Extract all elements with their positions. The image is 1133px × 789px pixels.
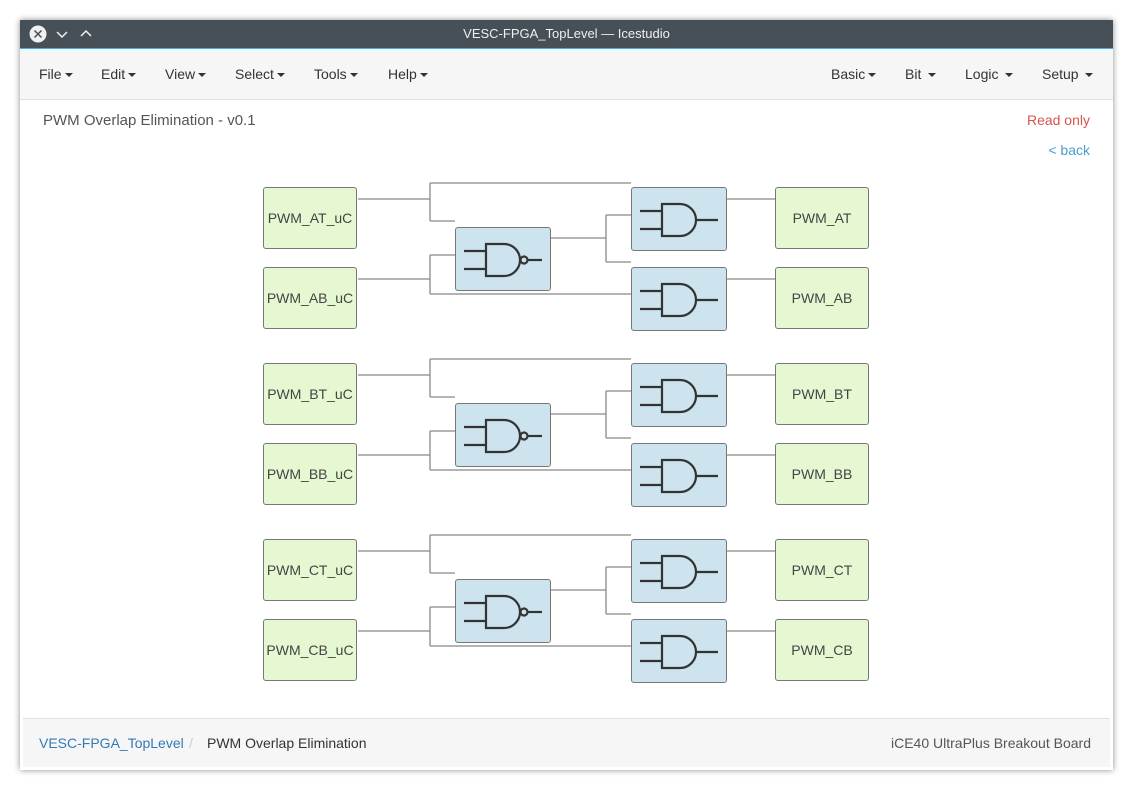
caret-down-icon: [64, 73, 73, 78]
and-gate-ab[interactable]: [631, 267, 727, 331]
menu-help[interactable]: Help: [388, 49, 428, 99]
and-gate-icon: [640, 458, 718, 494]
menu-bar: File Edit View Select Tools Help Basic B…: [20, 49, 1113, 100]
title-bar: VESC-FPGA_TopLevel — Icestudio: [20, 20, 1113, 49]
and-gate-ct[interactable]: [631, 539, 727, 603]
back-link[interactable]: < back: [1048, 142, 1090, 158]
caret-down-icon: [349, 73, 358, 78]
input-pwm-bt-uc[interactable]: PWM_BT_uC: [263, 363, 357, 425]
and-gate-icon: [640, 202, 718, 238]
caret-down-icon: [868, 73, 877, 78]
and-gate-icon: [640, 378, 718, 414]
nand-gate-icon: [464, 418, 542, 454]
maximize-button[interactable]: [77, 25, 95, 43]
footer-bar: VESC-FPGA_TopLevel / PWM Overlap Elimina…: [23, 718, 1110, 767]
caret-down-icon: [1005, 73, 1014, 78]
breadcrumb-top-level[interactable]: VESC-FPGA_TopLevel: [39, 735, 184, 751]
and-gate-cb[interactable]: [631, 619, 727, 683]
close-button[interactable]: [29, 25, 47, 43]
caret-down-icon: [419, 73, 428, 78]
nand-gate-icon: [464, 242, 542, 278]
input-pwm-ct-uc[interactable]: PWM_CT_uC: [263, 539, 357, 601]
readonly-label: Read only: [1026, 112, 1090, 128]
caret-down-icon: [128, 73, 137, 78]
menu-file[interactable]: File: [39, 49, 73, 99]
output-pwm-bb[interactable]: PWM_BB: [775, 443, 869, 505]
input-pwm-ab-uc[interactable]: PWM_AB_uC: [263, 267, 357, 329]
design-title: PWM Overlap Elimination - v0.1: [43, 112, 256, 129]
nand-gate-c[interactable]: [455, 579, 551, 643]
output-pwm-bt[interactable]: PWM_BT: [775, 363, 869, 425]
caret-down-icon: [276, 73, 285, 78]
chevron-down-icon: [56, 31, 68, 39]
menu-edit[interactable]: Edit: [101, 49, 137, 99]
wires: [358, 182, 775, 647]
output-pwm-at[interactable]: PWM_AT: [775, 187, 869, 249]
menu-setup[interactable]: Setup: [1042, 49, 1094, 99]
breadcrumb-current: PWM Overlap Elimination: [207, 735, 367, 751]
input-pwm-cb-uc[interactable]: PWM_CB_uC: [263, 619, 357, 681]
nand-gate-a[interactable]: [455, 227, 551, 291]
wire-group-a: [358, 182, 775, 295]
nand-gate-icon: [464, 594, 542, 630]
app-window: VESC-FPGA_TopLevel — Icestudio File Edit…: [20, 20, 1113, 770]
design-canvas[interactable]: PWM Overlap Elimination - v0.1 Read only…: [23, 100, 1110, 717]
menu-view[interactable]: View: [165, 49, 207, 99]
output-pwm-cb[interactable]: PWM_CB: [775, 619, 869, 681]
menu-bit[interactable]: Bit: [905, 49, 937, 99]
and-gate-icon: [640, 634, 718, 670]
menu-basic[interactable]: Basic: [831, 49, 877, 99]
caret-down-icon: [928, 73, 937, 78]
menu-tools[interactable]: Tools: [314, 49, 358, 99]
menu-logic[interactable]: Logic: [965, 49, 1014, 99]
nand-gate-b[interactable]: [455, 403, 551, 467]
chevron-up-icon: [80, 29, 92, 37]
window-title: VESC-FPGA_TopLevel — Icestudio: [463, 26, 670, 41]
board-name[interactable]: iCE40 UltraPlus Breakout Board: [891, 735, 1091, 751]
output-pwm-ct[interactable]: PWM_CT: [775, 539, 869, 601]
caret-down-icon: [1085, 73, 1094, 78]
and-gate-icon: [640, 282, 718, 318]
and-gate-at[interactable]: [631, 187, 727, 251]
close-icon: [29, 25, 47, 43]
breadcrumb-separator: /: [189, 735, 193, 751]
wire-group-c: [358, 534, 775, 647]
output-pwm-ab[interactable]: PWM_AB: [775, 267, 869, 329]
and-gate-bt[interactable]: [631, 363, 727, 427]
input-pwm-bb-uc[interactable]: PWM_BB_uC: [263, 443, 357, 505]
and-gate-bb[interactable]: [631, 443, 727, 507]
caret-down-icon: [198, 73, 207, 78]
wire-group-b: [358, 358, 775, 471]
minimize-button[interactable]: [53, 25, 71, 43]
menu-select[interactable]: Select: [235, 49, 285, 99]
and-gate-icon: [640, 554, 718, 590]
input-pwm-at-uc[interactable]: PWM_AT_uC: [263, 187, 357, 249]
